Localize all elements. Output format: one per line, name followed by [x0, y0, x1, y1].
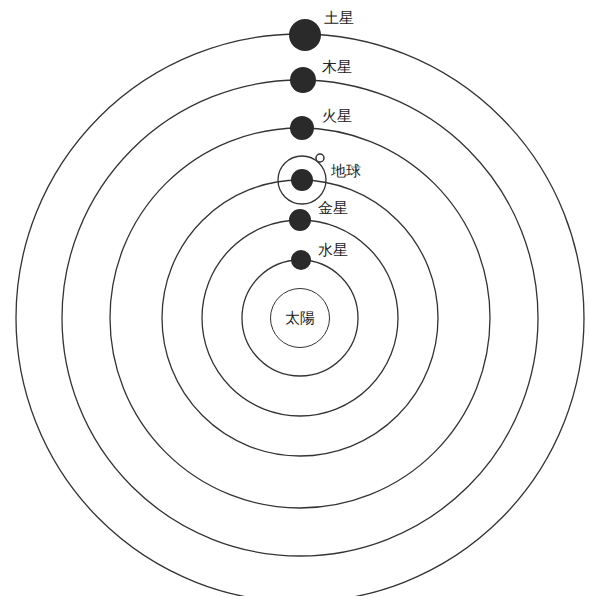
sun-label: 太陽	[285, 309, 315, 328]
planet-name: 木星	[320, 59, 354, 76]
orbit	[162, 180, 438, 456]
orbit	[242, 260, 358, 376]
planet-name: 水星	[316, 242, 350, 259]
sun-circle: 太陽	[270, 288, 330, 348]
moon-orbit	[278, 156, 326, 204]
orbit	[16, 34, 584, 596]
orbit	[62, 80, 538, 556]
moon-dot	[316, 154, 324, 162]
planet-name: 地球	[329, 163, 363, 180]
orbit	[202, 220, 398, 416]
planet-dot	[290, 116, 314, 140]
planet-dot	[290, 67, 316, 93]
planet-dot	[289, 209, 311, 231]
planet-dot	[289, 19, 321, 51]
planet-name: 土星	[322, 10, 356, 27]
orbit	[110, 128, 490, 508]
planet-dot	[291, 169, 313, 191]
planet-name: 火星	[320, 108, 354, 125]
planet-dot	[291, 250, 311, 270]
planet-name: 金星	[316, 200, 350, 217]
